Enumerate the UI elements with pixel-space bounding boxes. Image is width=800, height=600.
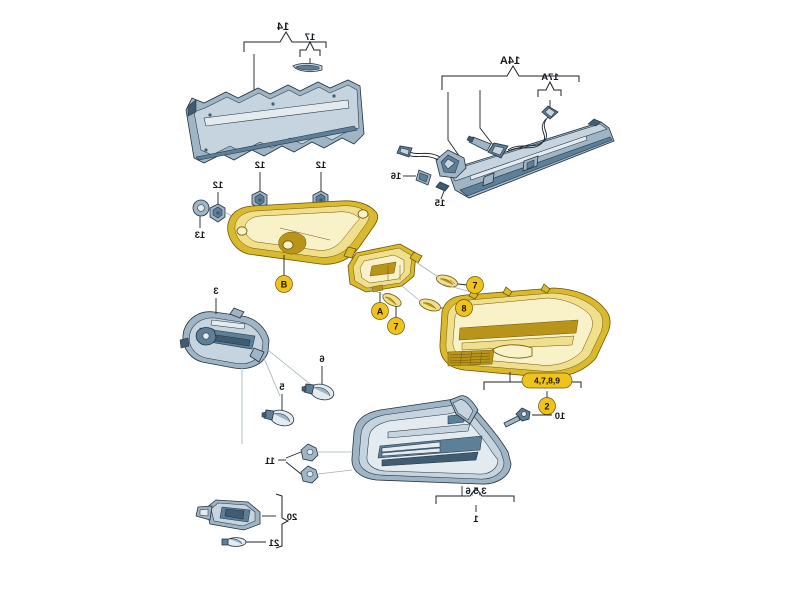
upper-trim-panel — [185, 79, 365, 164]
label-14a: 14A — [500, 55, 520, 67]
bulb-carrier — [343, 243, 423, 303]
badge-carrier-a: A — [371, 302, 389, 320]
nut-12-b — [251, 172, 268, 210]
badge-bulb-7-center: 7 — [387, 317, 405, 335]
clip-11-b — [300, 465, 319, 484]
numeric-labels: 14A 17A 16 15 14 17 12 12 12 13 10 1 3,5… — [195, 21, 566, 549]
panel-seal — [292, 62, 323, 73]
label-15: 15 — [434, 198, 445, 209]
badges-group: 7 8 7 A B 2 — [275, 275, 573, 415]
nut-12-c — [209, 192, 226, 223]
label-5: 5 — [279, 382, 285, 393]
wire-harness-17a — [466, 105, 559, 159]
plate-bulb-21 — [221, 537, 266, 547]
label-10: 10 — [555, 411, 566, 422]
badge-support-b: B — [275, 275, 293, 293]
bulb-7-center — [382, 293, 402, 318]
bulb-6 — [301, 366, 335, 401]
label-3: 3 — [213, 286, 218, 297]
high-mount-lamp-bar — [447, 118, 615, 199]
outer-tail-lamp — [351, 395, 515, 512]
screw-10 — [503, 407, 552, 428]
high-mount-stop-lamp-group — [396, 65, 615, 200]
washer-13 — [192, 199, 210, 228]
badge-label: 8 — [461, 304, 466, 314]
label-20: 20 — [287, 512, 298, 523]
pill-label: 4,7,8,9 — [534, 376, 560, 386]
badge-label: B — [281, 280, 288, 290]
label-12-a: 12 — [316, 160, 327, 171]
badge-bulb-7-upper: 7 — [466, 276, 484, 294]
bulb-7-upper — [436, 274, 469, 288]
clip-11-a — [300, 443, 319, 462]
wire-harness-lower — [396, 145, 467, 200]
label-17: 17 — [305, 32, 316, 43]
upper-trim-panel-group — [185, 31, 365, 164]
bulb-holder-assembly — [179, 298, 311, 444]
badge-bulb-8: 8 — [455, 299, 473, 317]
bulb-5 — [261, 394, 295, 427]
lamp-grille-texture — [447, 349, 495, 367]
lamp-support-bracket — [227, 200, 379, 276]
clips-11 — [278, 443, 356, 484]
label-6: 6 — [319, 354, 324, 365]
bulbs-group — [367, 261, 501, 319]
plate-lamp-20 — [195, 499, 276, 531]
label-16: 16 — [391, 171, 402, 182]
label-12-c: 12 — [213, 180, 224, 191]
badge-label: 7 — [472, 281, 477, 291]
badge-label: 2 — [544, 402, 549, 412]
label-17a: 17A — [541, 72, 559, 83]
label-13: 13 — [195, 230, 206, 241]
bulb-8-lower — [419, 298, 457, 312]
label-14: 14 — [276, 21, 289, 33]
badge-label: A — [377, 307, 384, 317]
pill-inner-lamp-parts: 4,7,8,9 — [521, 372, 573, 389]
label-1: 1 — [473, 514, 479, 525]
badge-inner-lamp-2: 2 — [538, 397, 556, 415]
inner-tail-lamp — [439, 283, 611, 398]
label-12-b: 12 — [255, 160, 266, 171]
label-3-5-6: 3,5,6 — [465, 486, 486, 497]
license-plate-lamp-group — [195, 493, 290, 549]
label-11: 11 — [264, 456, 275, 467]
label-21: 21 — [268, 538, 279, 549]
badge-label: 7 — [393, 322, 398, 332]
